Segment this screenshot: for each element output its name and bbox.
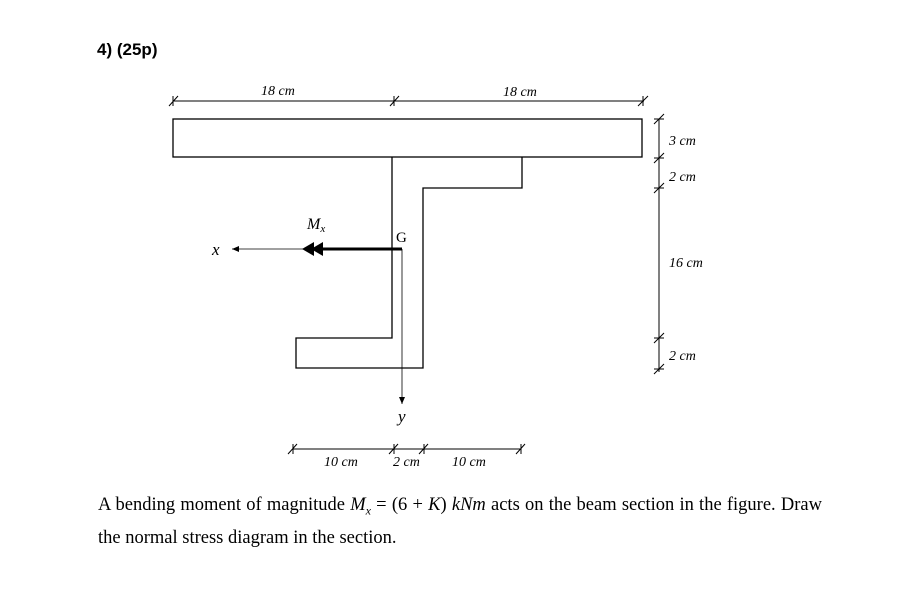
right-dim-3: 16 cm [669, 256, 703, 271]
problem-header: 4) (25p) [97, 40, 157, 60]
moment-label: Mx [306, 216, 325, 235]
problem-points: (25p) [116, 40, 158, 59]
y-axis-label: y [396, 407, 406, 426]
problem-statement: A bending moment of magnitude Mx = (6 + … [98, 495, 822, 548]
top-dim-left: 18 cm [261, 84, 295, 99]
bottom-dim-left: 10 cm [324, 455, 358, 470]
right-dim-1: 3 cm [668, 134, 696, 149]
moment-vector [302, 242, 402, 256]
right-dimension-line [653, 113, 665, 375]
right-dim-4: 2 cm [669, 349, 696, 364]
bottom-dim-middle: 2 cm [393, 455, 420, 470]
unit: kNm [451, 495, 486, 515]
problem-number: 4) [97, 40, 113, 59]
bottom-dim-right: 10 cm [452, 455, 486, 470]
centroid-label: G [396, 230, 407, 246]
right-dim-2: 2 cm [669, 170, 696, 185]
top-flange [172, 118, 643, 158]
top-dimension-line [168, 95, 649, 107]
top-dim-right: 18 cm [503, 85, 537, 100]
web-and-bottom-flange [295, 157, 523, 369]
bottom-dimension-line [287, 443, 526, 455]
moment-symbol: Mx [350, 495, 371, 518]
x-axis-label: x [211, 240, 220, 259]
